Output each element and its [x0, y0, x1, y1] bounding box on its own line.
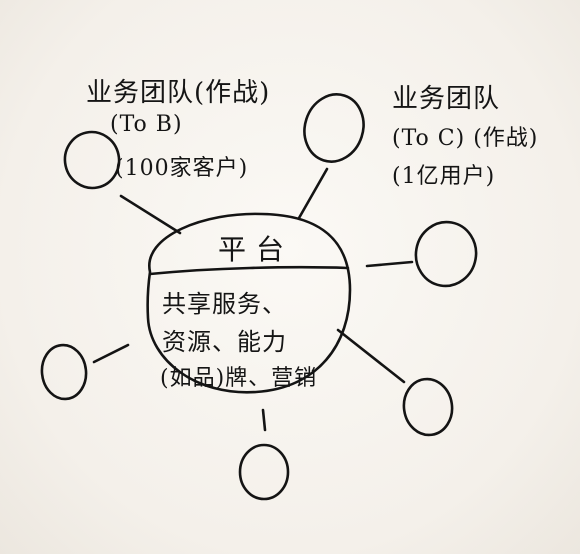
platform-line-1: 共享服务、: [162, 290, 287, 318]
team-right-subtitle-2: (1亿用户): [392, 164, 496, 189]
team-left-subtitle-1: (To B): [110, 112, 183, 137]
connector-bottom: [261, 408, 267, 432]
platform-divider: [148, 265, 350, 276]
platform-ellipse: [146, 212, 352, 394]
satellite-circle-bottom-right: [402, 377, 454, 437]
satellite-circle-top-right: [303, 93, 365, 163]
connector-top-left: [119, 194, 182, 235]
platform-title: 平台: [218, 233, 295, 266]
team-right-title: 业务团队: [392, 84, 501, 114]
team-left-subtitle-2: (100家客户): [115, 156, 249, 181]
satellite-circle-top-left: [63, 130, 121, 190]
satellite-circle-left: [40, 343, 88, 401]
connector-left: [92, 343, 130, 364]
connector-bottom-right: [336, 328, 406, 384]
satellite-circle-right: [414, 220, 478, 288]
connector-right: [365, 260, 414, 268]
platform-line-2: 资源、能力: [162, 328, 287, 356]
satellite-circle-bottom: [238, 443, 290, 501]
team-left-title: 业务团队(作战): [86, 78, 271, 108]
platform-line-3: (如品)牌、营销: [160, 366, 318, 391]
team-right-subtitle-1: (To C) (作战): [392, 126, 539, 151]
connector-top-right: [297, 167, 329, 220]
